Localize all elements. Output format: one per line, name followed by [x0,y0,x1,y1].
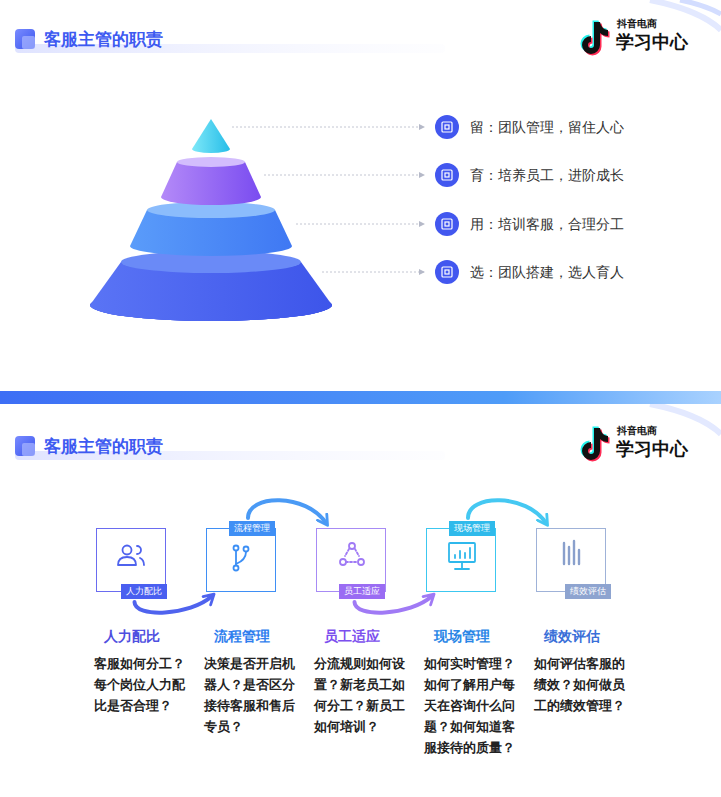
step-description: 如何实时管理？如何了解用户每天在咨询什么问题？如何知道客服接待的质量？ [424,653,515,758]
logo-title: 学习中心 [616,31,688,53]
step-description: 客服如何分工？每个岗位人力配比是否合理？ [94,653,185,716]
step-tag: 流程管理 [229,521,275,536]
step-title: 流程管理 [187,628,297,646]
list-item: 留：团队管理，留住人心 [470,115,624,139]
step-box: 人力配比人力配比客服如何分工？每个岗位人力配比是否合理？ [96,528,166,592]
step-box: 员工适应员工适应分流规则如何设置？新老员工如何分工？新员工如何培训？ [316,528,386,592]
step-title: 员工适应 [297,628,407,646]
pyramid [90,119,332,321]
step-box: 流程管理流程管理决策是否开启机器人？是否区分接待客服和售后专员？ [206,528,276,592]
flow-arrow [248,500,326,523]
logo-subtitle: 抖音电商 [617,18,657,30]
step-description: 决策是否开启机器人？是否区分接待客服和售后专员？ [204,653,295,737]
list-item: 选：团队搭建，选人育人 [470,260,624,284]
item-icons [435,115,459,284]
step-title: 人力配比 [77,628,187,646]
slide-title: 客服主管的职责 [44,28,163,50]
step-box: 现场管理现场管理如何实时管理？如何了解用户每天在咨询什么问题？如何知道客服接待的… [426,528,496,592]
list-item: 用：培训客服，合理分工 [470,212,624,236]
step-description: 分流规则如何设置？新老员工如何分工？新员工如何培训？ [314,653,405,737]
flow-arrow [468,500,546,523]
step-tag: 绩效评估 [565,584,611,599]
step-title: 绩效评估 [517,628,627,646]
step-description: 如何评估客服的绩效？如何做员工的绩效管理？ [534,653,625,716]
step-tag: 员工适应 [339,584,385,599]
step-title: 现场管理 [407,628,517,646]
item-text: 留：团队管理，留住人心 [470,115,624,139]
item-text: 选：团队搭建，选人育人 [470,260,624,284]
slide-title: 客服主管的职责 [44,435,163,457]
step-tag: 现场管理 [449,521,495,536]
logo-title: 学习中心 [616,438,688,460]
logo-subtitle: 抖音电商 [617,425,657,437]
list-item: 育：培养员工，进阶成长 [470,163,624,187]
item-text: 育：培养员工，进阶成长 [470,163,624,187]
item-text: 用：培训客服，合理分工 [470,212,624,236]
step-tag: 人力配比 [121,584,167,599]
step-box: 绩效评估绩效评估如何评估客服的绩效？如何做员工的绩效管理？ [536,528,606,592]
